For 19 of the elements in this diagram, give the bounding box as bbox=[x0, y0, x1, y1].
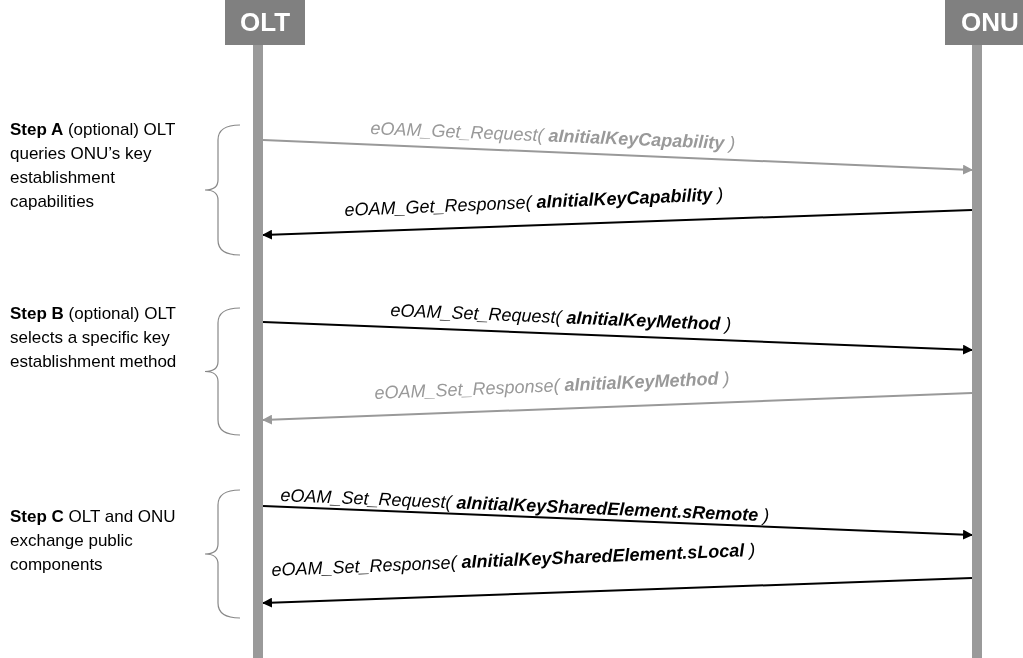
lifeline-bar bbox=[972, 45, 982, 658]
step-description: Step A (optional) OLT queries ONU’s key establishment capabilities bbox=[10, 119, 177, 213]
message-label: eOAM_Set_Request( aInitialKeyMethod ) bbox=[390, 300, 732, 336]
step-description: Step C OLT and ONU exchange public components bbox=[10, 506, 177, 576]
message-arrow bbox=[262, 321, 973, 355]
message-label: eOAM_Set_Request( aInitialKeySharedElement.sRemote ) bbox=[280, 485, 770, 527]
lifeline-header: ONU bbox=[945, 0, 1023, 45]
message-arrow bbox=[262, 209, 973, 240]
message-label: eOAM_Get_Response( aInitialKeyCapability ) bbox=[344, 184, 724, 221]
message-label: eOAM_Set_Response( aInitialKeySharedElement.sLocal ) bbox=[271, 539, 756, 581]
message-arrow bbox=[262, 577, 973, 608]
message-arrow bbox=[262, 139, 973, 175]
step-description: Step B (optional) OLT selects a specific key establishment method bbox=[10, 303, 178, 373]
lifeline-bar bbox=[253, 45, 263, 658]
lifeline-header: OLT bbox=[225, 0, 305, 45]
message-label: eOAM_Get_Request( aInitialKeyCapability ) bbox=[370, 118, 736, 155]
message-arrow bbox=[262, 392, 973, 425]
message-arrow bbox=[262, 505, 973, 540]
message-label: eOAM_Set_Response( aInitialKeyMethod ) bbox=[374, 368, 730, 404]
